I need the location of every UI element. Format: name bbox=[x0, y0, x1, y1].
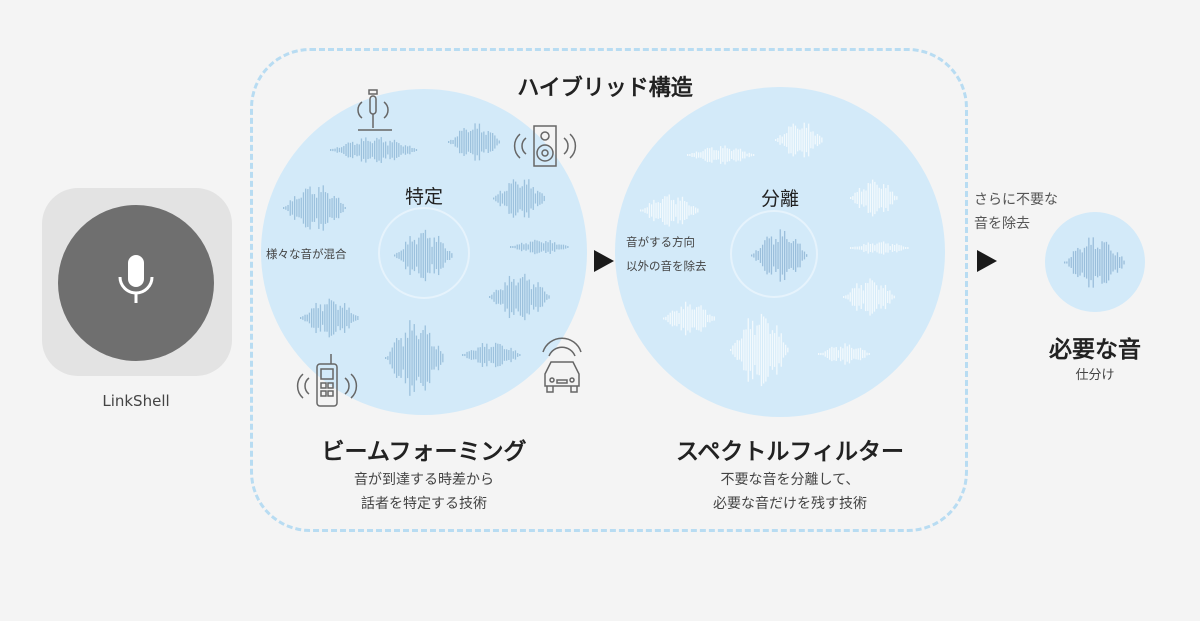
spectral-heading: スペクトルフィルター bbox=[676, 439, 904, 465]
waveform-icon bbox=[510, 239, 569, 255]
mixed-sound-note: 様々な音が混合 bbox=[266, 247, 347, 261]
beamforming-circle-label: 特定 bbox=[404, 186, 443, 208]
beamforming-desc-line2: 話者を特定する技術 bbox=[361, 496, 487, 512]
waveform-icon bbox=[489, 273, 550, 321]
microphone-button bbox=[58, 205, 214, 361]
waveform-icon bbox=[817, 343, 870, 365]
waveform-icon bbox=[282, 185, 346, 231]
waveform-icon bbox=[394, 229, 453, 281]
waveform-icon bbox=[850, 241, 909, 255]
walkie-talkie-icon bbox=[296, 354, 358, 407]
beamforming-desc-line1: 音が到達する時差から bbox=[354, 472, 494, 488]
waveform-icon bbox=[462, 342, 521, 368]
result-note-line1: さらに不要な bbox=[974, 192, 1058, 208]
waveform-icon bbox=[447, 123, 500, 161]
spectral-desc-line1: 不要な音を分離して、 bbox=[720, 472, 860, 488]
waveform-icon bbox=[330, 137, 418, 163]
result-note: さらに不要な 音を除去 bbox=[974, 188, 1058, 236]
waveform-icon bbox=[385, 320, 444, 396]
waveform-icon bbox=[662, 301, 715, 335]
result-sub: 仕分け bbox=[1075, 368, 1115, 383]
beamforming-heading: ビームフォーミング bbox=[321, 439, 527, 465]
arrow-right-icon bbox=[977, 250, 997, 272]
hybrid-structure-frame bbox=[250, 48, 968, 532]
spectral-note-line1: 音がする方向 bbox=[626, 235, 695, 249]
arrow-right-icon bbox=[594, 250, 614, 272]
waveform-icon bbox=[775, 122, 823, 158]
waveform-icon bbox=[751, 228, 808, 282]
waveform-icon bbox=[300, 298, 359, 338]
result-note-line2: 音を除去 bbox=[974, 216, 1030, 232]
spectral-circle-label: 分離 bbox=[760, 188, 799, 210]
beamforming-focus-ring bbox=[378, 207, 470, 299]
device-label: LinkShell bbox=[102, 392, 170, 410]
result-heading: 必要な音 bbox=[1049, 337, 1141, 363]
spectral-note-line2: 以外の音を除去 bbox=[626, 259, 707, 273]
waveform-icon bbox=[640, 193, 699, 227]
spectral-focus-ring bbox=[730, 210, 818, 298]
spectral-desc-line2: 必要な音だけを残す技術 bbox=[713, 496, 867, 512]
waveform-icon bbox=[1064, 236, 1125, 288]
drill-icon bbox=[357, 89, 392, 131]
waveform-icon bbox=[687, 145, 755, 165]
waveform-icon bbox=[730, 313, 789, 387]
hybrid-title: ハイブリッド構造 bbox=[517, 76, 693, 101]
waveform-icon bbox=[492, 178, 545, 218]
microphone-icon bbox=[118, 255, 154, 303]
waveform-icon bbox=[842, 278, 895, 316]
waveform-icon bbox=[850, 179, 898, 217]
car-icon bbox=[542, 337, 582, 393]
speaker-icon bbox=[513, 125, 577, 167]
